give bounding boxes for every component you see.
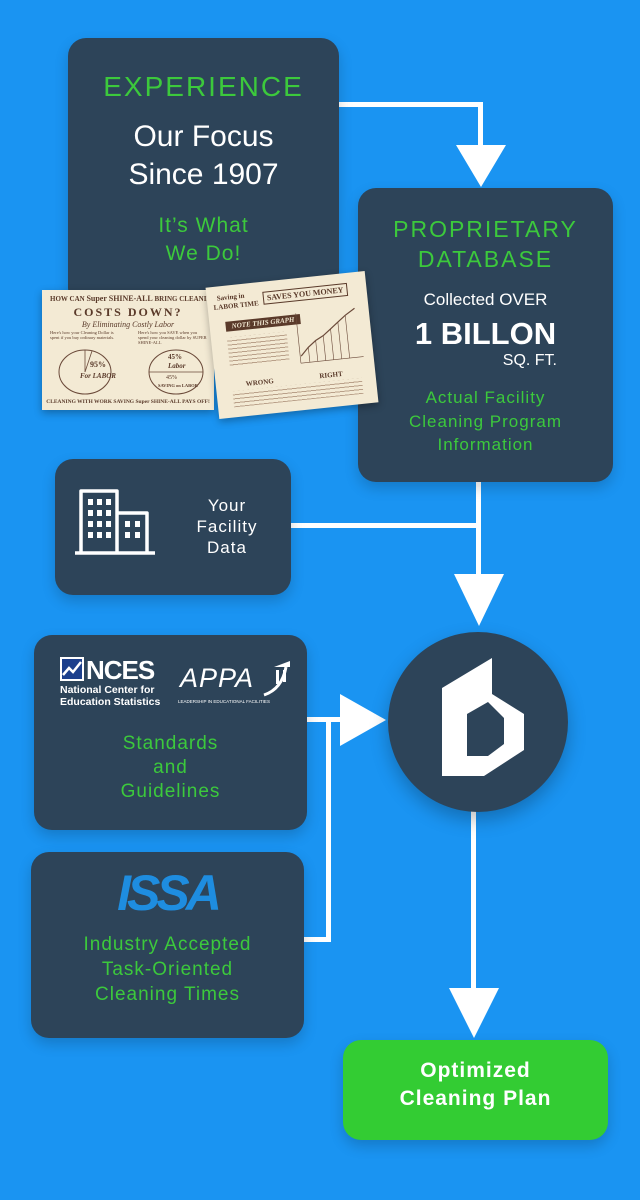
ad-pie2-label-b: SAVING on LABOR [158, 383, 198, 388]
ad2-title-c: SAVES YOU MONEY [262, 282, 349, 305]
appa-logo: APPA LEADERSHIP IN EDUCATIONAL FACILITIE… [178, 659, 300, 715]
ad-big-headline: COSTS DOWN? [73, 305, 183, 319]
database-heading-1: PROPRIETARY [393, 216, 578, 242]
standards-text-3: Guidelines [120, 781, 221, 802]
industry-box: ISSA Industry Accepted Task-Oriented Cle… [31, 852, 304, 1038]
ad-headline-a: HOW CAN [50, 295, 85, 303]
database-big-number: 1 BILLON [414, 316, 557, 351]
connector-facility-to-hub-h [290, 523, 481, 528]
experience-heading: EXPERIENCE [103, 71, 304, 102]
experience-tag-2: We Do! [165, 242, 242, 265]
brand-logo-icon [442, 658, 524, 776]
facility-line-2: Facility [196, 517, 258, 536]
nces-emblem-icon [60, 657, 84, 681]
ad-right-text: Here's how you SAVE when you spend your … [138, 330, 207, 345]
database-desc-2: Cleaning Program [408, 412, 562, 431]
output-line-1: Optimized [420, 1059, 531, 1082]
arrow-down-3 [449, 988, 499, 1038]
ad-headline-b: BRING CLEANING [154, 295, 214, 303]
ad-pie1-label: For LABOR [80, 372, 116, 380]
ad-pie-chart-right [148, 349, 204, 395]
industry-text-2: Task-Oriented [101, 959, 234, 980]
arrow-down-2 [454, 574, 504, 626]
hub-circle [388, 632, 568, 812]
ad-headline-brand: Super SHINE-ALL [86, 294, 153, 303]
connector-industry-h [304, 937, 331, 942]
facility-line-1: Your [207, 496, 247, 515]
experience-line-2: Since 1907 [128, 158, 279, 191]
ad-subheadline: By Eliminating Costly Labor [81, 320, 175, 329]
ad2-right-label: RIGHT [319, 369, 344, 381]
database-collected: Collected OVER [423, 290, 548, 309]
nces-logo-text: NCES [86, 655, 155, 685]
nces-subtitle-2: Education Statistics [60, 696, 161, 708]
industry-text-3: Cleaning Times [95, 984, 240, 1005]
building-icon [75, 489, 155, 555]
appa-logo-text: APPA [180, 663, 255, 693]
database-desc-3: Information [437, 435, 534, 454]
database-unit: SQ. FT. [502, 352, 557, 369]
experience-tag-1: It’s What [158, 214, 249, 237]
database-box: PROPRIETARY DATABASE Collected OVER 1 BI… [358, 188, 613, 482]
arrow-down-1 [456, 145, 506, 187]
nces-logo: NCES National Center for Education Stati… [60, 655, 172, 713]
ad2-banner: NOTE THIS GRAPH [225, 314, 301, 332]
nces-subtitle-1: National Center for [60, 684, 155, 696]
ad2-graph [295, 307, 364, 364]
ad-footer: CLEANING WITH WORK SAVING Super SHINE-AL… [46, 399, 210, 405]
appa-columns-icon [263, 661, 290, 697]
connector-hub-to-output-v [471, 808, 476, 993]
connector-experience-to-database-h [338, 102, 483, 107]
connector-industry-v [326, 717, 331, 942]
ad-pie1-value: 95% [90, 360, 106, 369]
database-heading-2: DATABASE [417, 246, 554, 272]
facility-line-3: Data [207, 538, 247, 557]
ad-pie-chart-left [58, 349, 112, 395]
standards-text-1: Standards [122, 733, 219, 754]
database-desc-1: Actual Facility [425, 388, 546, 407]
industry-text-1: Industry Accepted [83, 934, 252, 955]
ad-left-text: Here's how your Cleaning Dollar is spent… [50, 330, 115, 340]
standards-text-2: and [153, 757, 188, 778]
optimized-plan-box: Optimized Cleaning Plan [343, 1040, 608, 1140]
experience-box: EXPERIENCE Our Focus Since 1907 It’s Wha… [68, 38, 339, 306]
ad-pie2-value-b: 45% [166, 375, 177, 381]
ad2-text-block [226, 331, 290, 368]
ad-pie2-label-a: Labor [168, 362, 186, 370]
experience-line-1: Our Focus [133, 120, 274, 153]
ad-pie2-value-a: 45% [168, 353, 182, 361]
appa-subtitle: LEADERSHIP IN EDUCATIONAL FACILITIES [178, 699, 270, 704]
ad2-wrong-label: WRONG [245, 377, 275, 389]
vintage-ad-right: Saving in LABOR TIME SAVES YOU MONEY NOT… [205, 270, 379, 420]
connector-experience-to-database-v [478, 102, 483, 150]
output-line-2: Cleaning Plan [399, 1087, 552, 1110]
vintage-ad-left: HOW CAN Super SHINE-ALL BRING CLEANING C… [42, 290, 214, 410]
facility-box: Your Facility Data [55, 459, 291, 595]
connector-database-to-hub-v [476, 480, 481, 578]
issa-logo: ISSA [117, 865, 222, 921]
standards-box: NCES National Center for Education Stati… [34, 635, 307, 830]
arrow-right [340, 694, 386, 746]
